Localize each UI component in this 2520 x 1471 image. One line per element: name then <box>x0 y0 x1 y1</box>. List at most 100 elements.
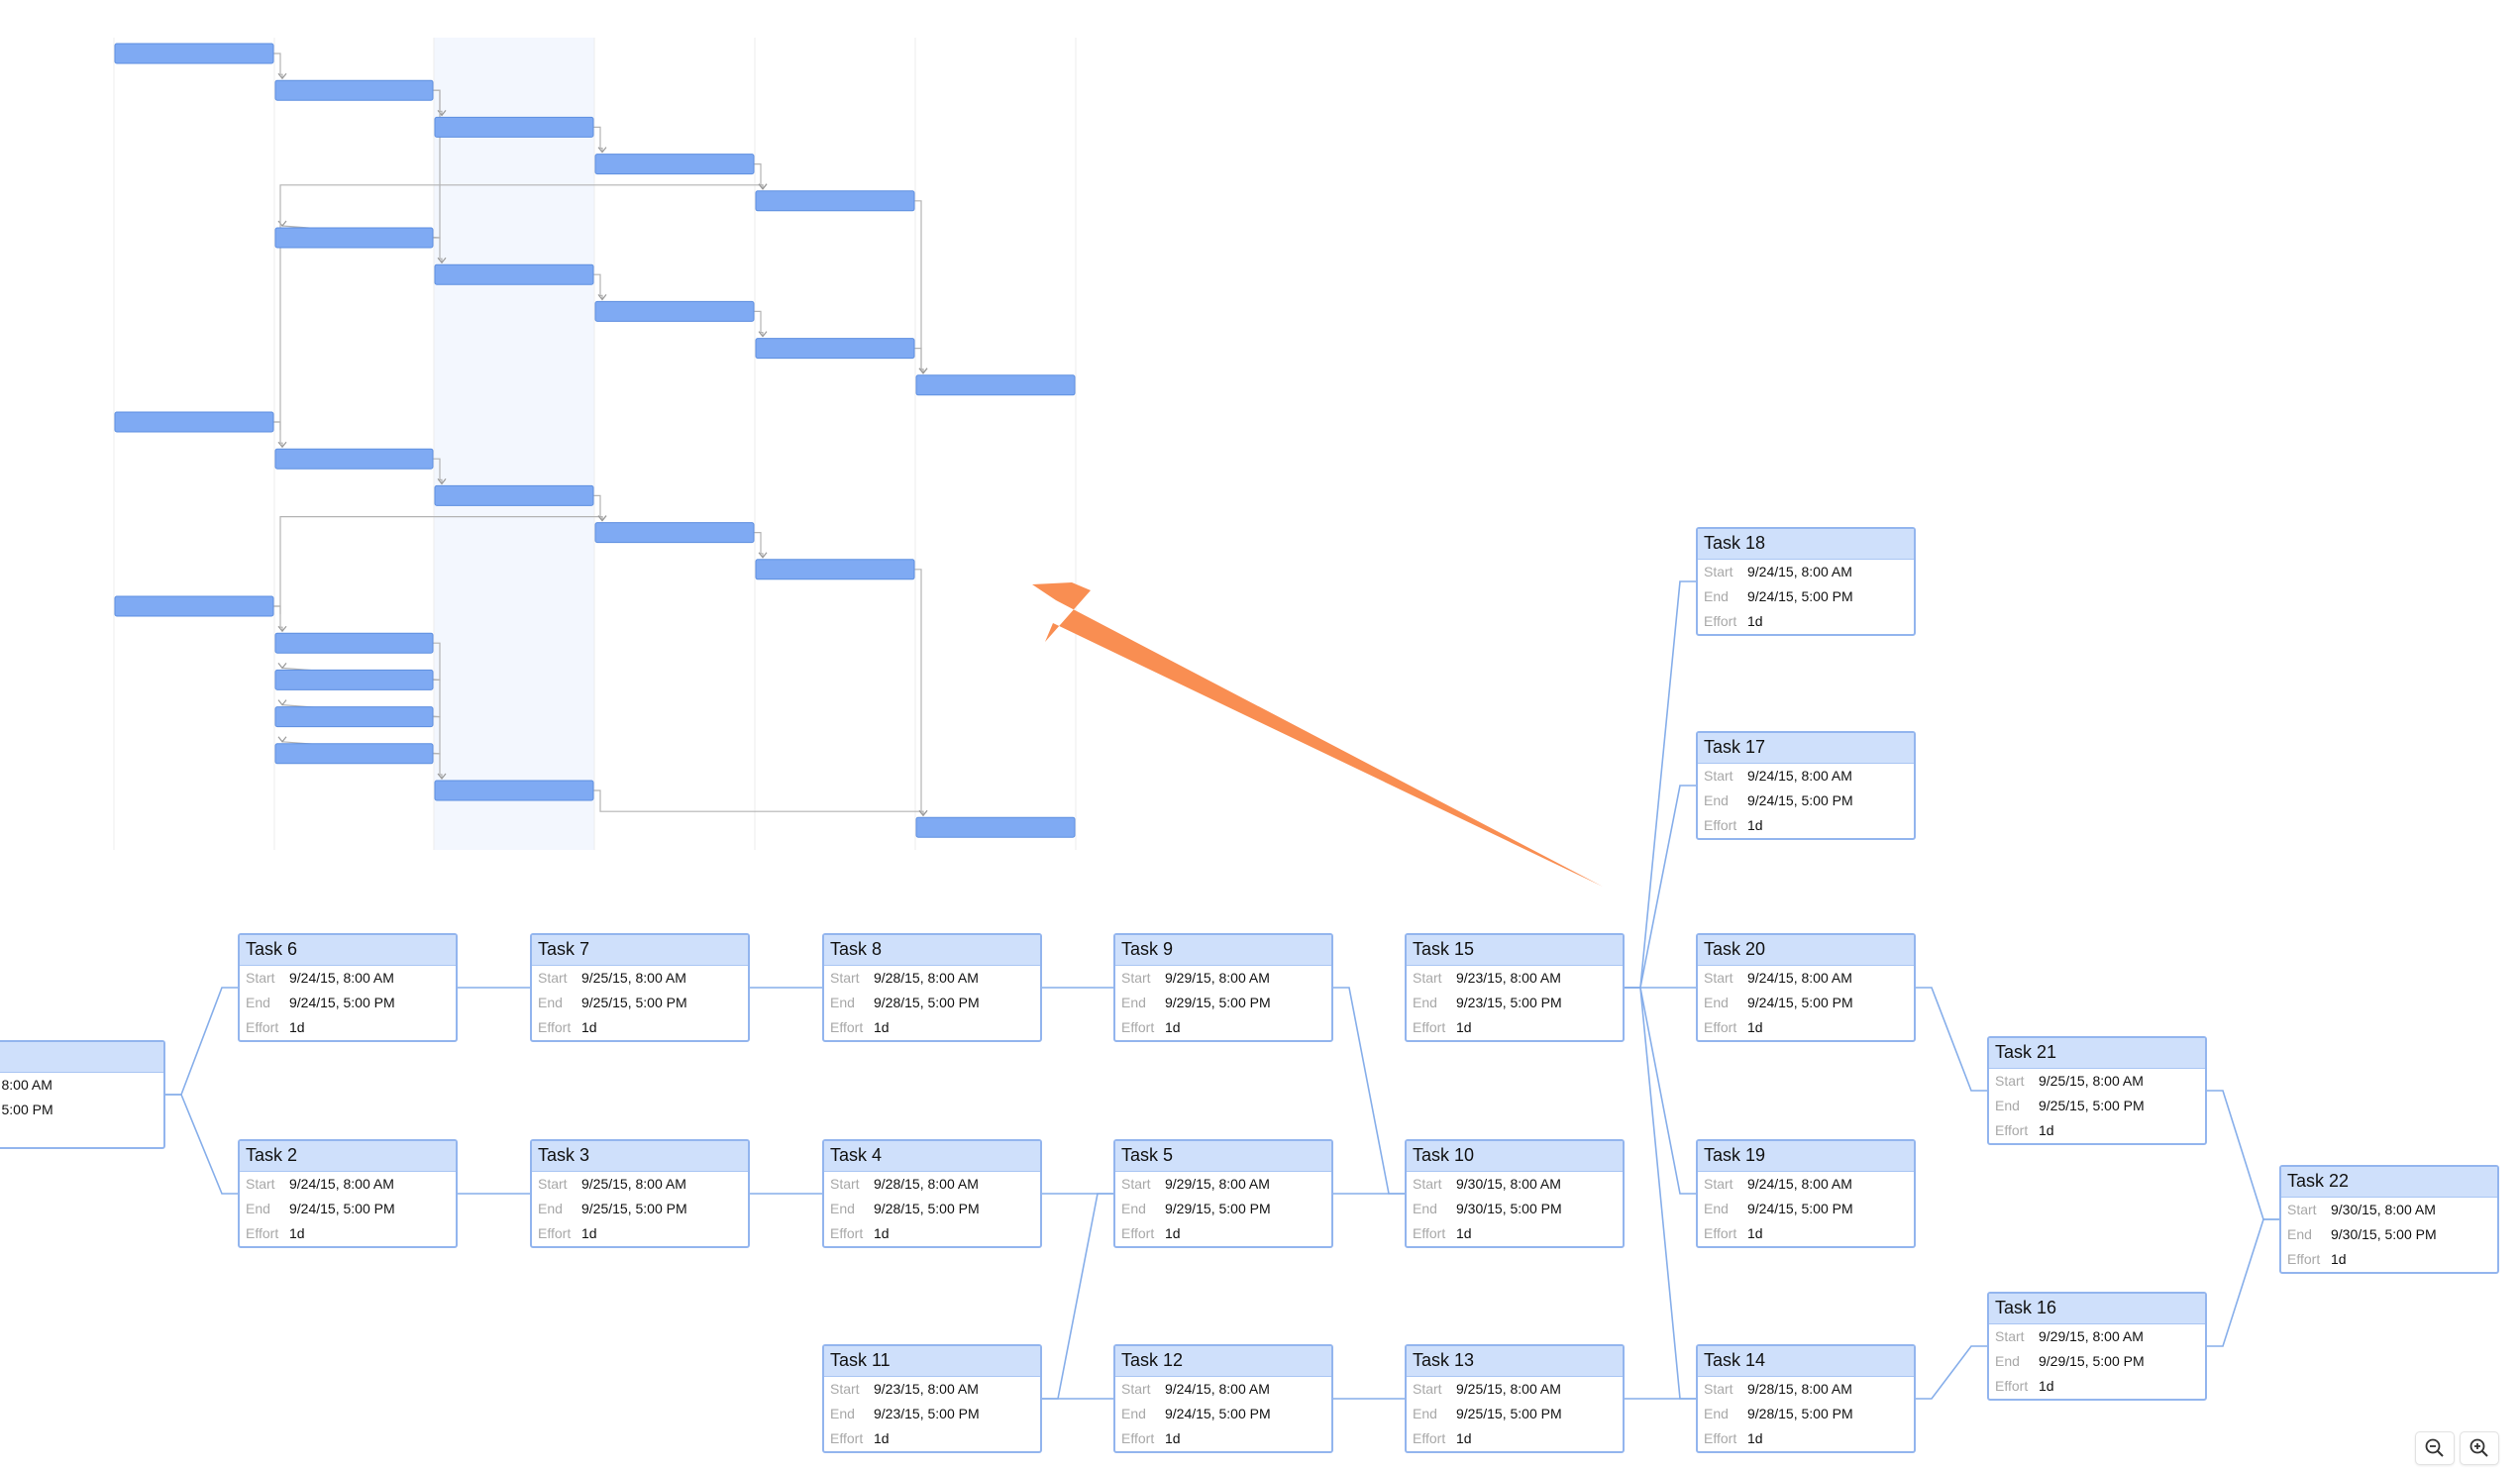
task-card-end-value: 9/24/15, 5:00 PM <box>1747 588 1853 604</box>
task-card-effort-value: 1d <box>1747 613 1763 629</box>
gantt-task-bar[interactable] <box>755 190 915 212</box>
network-link <box>1042 1193 1113 1400</box>
gantt-timeline <box>113 38 1077 850</box>
task-card-end-value: 9/23/15, 5:00 PM <box>0 1102 53 1117</box>
task-card-title: Task 14 <box>1698 1346 1914 1377</box>
gantt-task-bar[interactable] <box>274 448 434 470</box>
gantt-task-bar[interactable] <box>114 411 274 433</box>
network-link <box>2207 1090 2279 1220</box>
gantt-task-bar[interactable] <box>594 522 755 544</box>
gantt-dependency-arrowhead <box>918 809 928 817</box>
task-card-start-value: 9/29/15, 8:00 AM <box>2039 1328 2144 1344</box>
task-card-start-label: Start <box>2287 1202 2317 1217</box>
gantt-dependency-line <box>913 348 924 373</box>
task-card-start-label: Start <box>1704 1176 1733 1192</box>
gantt-task-bar[interactable] <box>594 300 755 322</box>
network-link <box>1625 987 1696 1400</box>
task-card-end-label: End <box>1704 792 1729 808</box>
task-card-start-value: 9/28/15, 8:00 AM <box>874 1176 979 1192</box>
gantt-task-bar[interactable] <box>434 116 594 138</box>
task-card-effort-label: Effort <box>1121 1430 1155 1446</box>
task-card-effort-value: 1d <box>1747 1430 1763 1446</box>
gantt-task-bar[interactable] <box>274 79 434 101</box>
task-card-start-value: 9/23/15, 8:00 AM <box>874 1381 979 1397</box>
zoom-out-button[interactable] <box>2415 1431 2455 1465</box>
zoom-out-icon <box>2425 1438 2444 1457</box>
task-card-start-value: 9/24/15, 8:00 AM <box>1165 1381 1270 1397</box>
gantt-task-bar[interactable] <box>274 632 434 654</box>
gantt-task-bar[interactable] <box>594 154 755 175</box>
task-card-start-value: 9/23/15, 8:00 AM <box>1456 970 1561 986</box>
task-card-end-label: End <box>1121 1201 1146 1216</box>
gantt-dependency-arrowhead <box>437 257 447 264</box>
gantt-task-bar[interactable] <box>274 669 434 690</box>
task-card-effort-label: Effort <box>1995 1378 2029 1394</box>
gantt-task-bar[interactable] <box>755 338 915 360</box>
gantt-task-bar[interactable] <box>114 595 274 617</box>
gantt-dependency-line <box>272 421 283 448</box>
task-card-effort-value: 1d <box>289 1225 305 1241</box>
gantt-task-bar[interactable] <box>274 743 434 765</box>
task-card-effort-value: 1d <box>1747 1225 1763 1241</box>
gantt-dependency-line <box>272 605 283 632</box>
task-card-start-label: Start <box>1121 1381 1151 1397</box>
gantt-task-bar[interactable] <box>755 559 915 580</box>
task-card-effort-value: 1d <box>874 1225 890 1241</box>
task-card-start-value: 9/25/15, 8:00 AM <box>581 1176 686 1192</box>
gantt-task-bar[interactable] <box>434 484 594 506</box>
task-card-effort-label: Effort <box>1121 1225 1155 1241</box>
gantt-task-bar[interactable] <box>114 43 274 64</box>
task-card-title: Task 17 <box>1698 733 1914 764</box>
task-card-end-label: End <box>1704 995 1729 1010</box>
zoom-in-button[interactable] <box>2460 1431 2499 1465</box>
task-card-effort-value: 1d <box>1456 1225 1472 1241</box>
gantt-task-bar[interactable] <box>434 780 594 801</box>
gantt-task-bar[interactable] <box>915 374 1076 396</box>
task-card-start-value: 9/29/15, 8:00 AM <box>1165 970 1270 986</box>
gantt-task-bar[interactable] <box>434 263 594 285</box>
task-card-effort-label: Effort <box>1704 817 1737 833</box>
arrow-shape <box>1032 582 1603 887</box>
gantt-task-bar[interactable] <box>274 706 434 728</box>
gantt-task-bar[interactable] <box>274 227 434 249</box>
gantt-task-bar[interactable] <box>915 816 1076 838</box>
